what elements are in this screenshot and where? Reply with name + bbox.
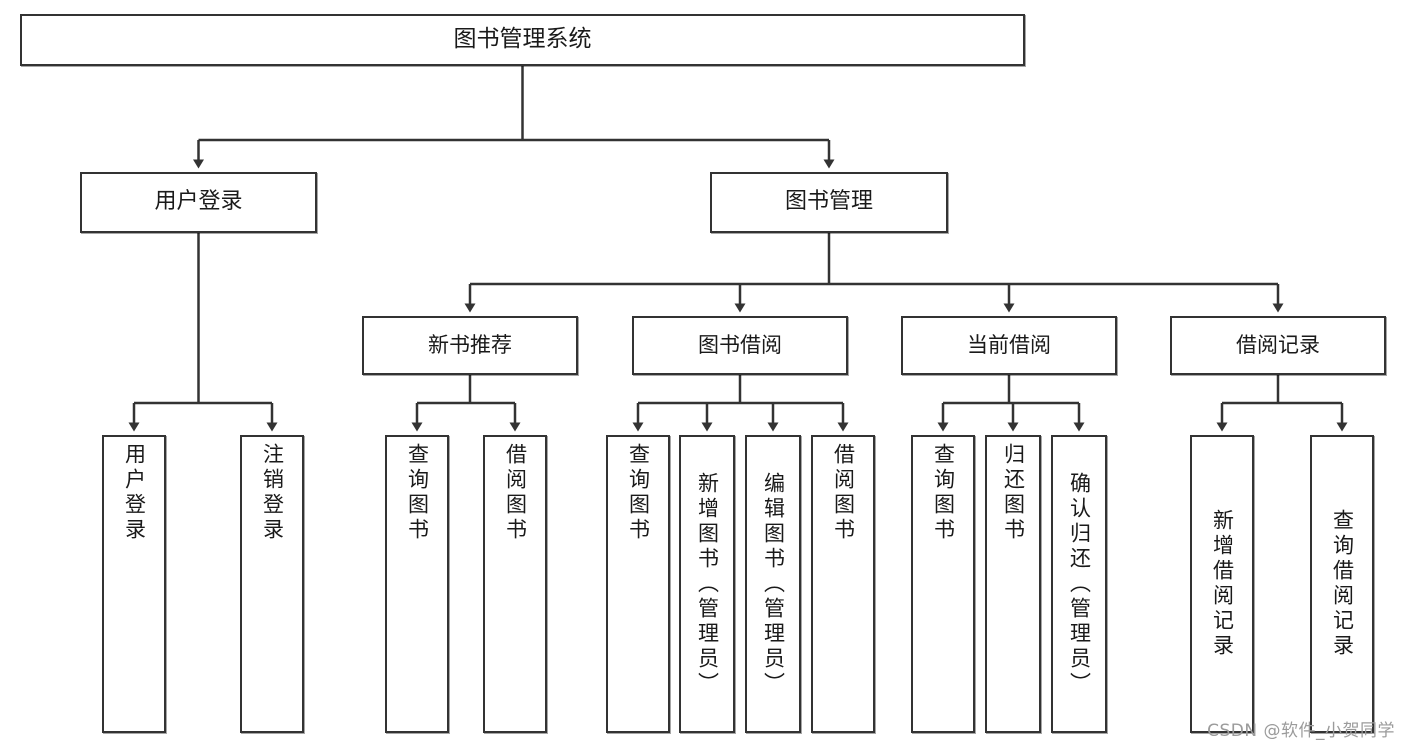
node-leaf-confirm-return[interactable]: 确认归还（管理员） bbox=[1051, 435, 1107, 733]
node-label-leaf-borrow-book-2: 借阅图书 bbox=[831, 443, 856, 543]
node-label-root: 图书管理系统 bbox=[453, 26, 592, 53]
node-leaf-borrow-book-2[interactable]: 借阅图书 bbox=[811, 435, 875, 733]
node-leaf-query-book-1[interactable]: 查询图书 bbox=[385, 435, 449, 733]
node-new-book-rec[interactable]: 新书推荐 bbox=[362, 316, 578, 375]
node-label-leaf-add-record: 新增借阅记录 bbox=[1210, 509, 1235, 659]
node-borrow-record[interactable]: 借阅记录 bbox=[1170, 316, 1386, 375]
node-label-user-login: 用户登录 bbox=[154, 189, 243, 215]
node-label-current-borrow: 当前借阅 bbox=[967, 333, 1051, 358]
node-label-leaf-confirm-return: 确认归还（管理员） bbox=[1067, 471, 1092, 697]
node-label-new-book-rec: 新书推荐 bbox=[428, 333, 512, 358]
node-label-leaf-borrow-book-1: 借阅图书 bbox=[503, 443, 528, 543]
node-label-leaf-return-book: 归还图书 bbox=[1001, 443, 1026, 543]
node-label-leaf-edit-book: 编辑图书（管理员） bbox=[761, 471, 786, 697]
node-leaf-query-book-3[interactable]: 查询图书 bbox=[911, 435, 975, 733]
node-label-book-manage: 图书管理 bbox=[784, 189, 873, 215]
node-label-leaf-user-login: 用户登录 bbox=[122, 443, 147, 543]
node-label-leaf-query-record: 查询借阅记录 bbox=[1330, 509, 1355, 659]
node-leaf-query-record[interactable]: 查询借阅记录 bbox=[1310, 435, 1374, 733]
edge-group bbox=[128, 66, 1348, 432]
node-leaf-return-book[interactable]: 归还图书 bbox=[985, 435, 1041, 733]
node-label-leaf-query-book-1: 查询图书 bbox=[405, 443, 430, 543]
node-label-leaf-query-book-3: 查询图书 bbox=[931, 443, 956, 543]
node-leaf-add-book[interactable]: 新增图书（管理员） bbox=[679, 435, 735, 733]
node-book-manage[interactable]: 图书管理 bbox=[710, 172, 948, 233]
node-user-login[interactable]: 用户登录 bbox=[80, 172, 317, 233]
node-leaf-user-logout[interactable]: 注销登录 bbox=[240, 435, 304, 733]
node-label-leaf-query-book-2: 查询图书 bbox=[626, 443, 651, 543]
node-label-leaf-add-book: 新增图书（管理员） bbox=[695, 471, 720, 697]
node-leaf-query-book-2[interactable]: 查询图书 bbox=[606, 435, 670, 733]
node-leaf-add-record[interactable]: 新增借阅记录 bbox=[1190, 435, 1254, 733]
node-book-borrow[interactable]: 图书借阅 bbox=[632, 316, 848, 375]
node-leaf-edit-book[interactable]: 编辑图书（管理员） bbox=[745, 435, 801, 733]
node-label-book-borrow: 图书借阅 bbox=[698, 333, 782, 358]
node-label-leaf-user-logout: 注销登录 bbox=[260, 443, 285, 543]
node-leaf-user-login[interactable]: 用户登录 bbox=[102, 435, 166, 733]
node-current-borrow[interactable]: 当前借阅 bbox=[901, 316, 1117, 375]
node-label-borrow-record: 借阅记录 bbox=[1236, 333, 1320, 358]
node-leaf-borrow-book-1[interactable]: 借阅图书 bbox=[483, 435, 547, 733]
node-root[interactable]: 图书管理系统 bbox=[20, 14, 1025, 66]
